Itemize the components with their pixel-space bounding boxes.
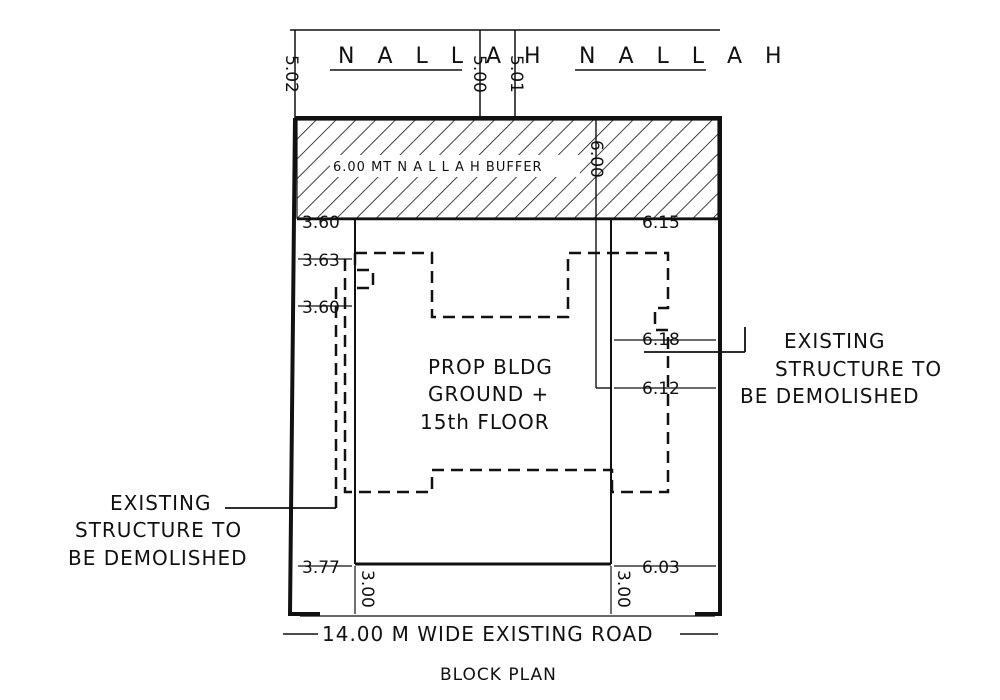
- existing-right-1: EXISTING: [784, 329, 886, 353]
- dim-buffer-depth: 6.00: [586, 140, 606, 178]
- existing-right-3: BE DEMOLISHED: [740, 384, 920, 408]
- existing-right-2: STRUCTURE TO: [775, 357, 942, 381]
- dim-bottom-right: 3.00: [613, 570, 633, 608]
- dim-left-1: 3.60: [302, 213, 340, 233]
- existing-left-1: EXISTING: [110, 491, 212, 515]
- dim-right-2: 6.18: [642, 330, 680, 350]
- existing-left-3: BE DEMOLISHED: [68, 546, 248, 570]
- proposed-building: [354, 219, 612, 566]
- nallah-label-right: N A L L A H: [579, 44, 790, 69]
- dim-left-2: 3.63: [302, 251, 340, 271]
- dim-left-bottom: 3.77: [302, 558, 340, 578]
- road-label: 14.00 M WIDE EXISTING ROAD: [322, 622, 654, 646]
- building-label-1: PROP BLDG: [428, 355, 553, 379]
- existing-left-2: STRUCTURE TO: [75, 518, 242, 542]
- dim-right-3: 6.12: [642, 379, 680, 399]
- plot-boundary: [287, 116, 722, 617]
- dim-top-mid-2: 5.01: [506, 55, 526, 93]
- building-label-2: GROUND +: [428, 382, 549, 406]
- nallah-label-left: N A L L A H: [338, 44, 549, 69]
- existing-structure-outline: [334, 251, 670, 512]
- drawing-title: BLOCK PLAN: [440, 665, 557, 685]
- dim-top-mid-1: 5.00: [469, 55, 489, 93]
- nallah-lines: [290, 29, 720, 120]
- dim-bottom-left: 3.00: [357, 570, 377, 608]
- building-label-3: 15th FLOOR: [420, 410, 550, 434]
- dim-right-1: 6.15: [642, 213, 680, 233]
- buffer-label: 6.00 MT N A L L A H BUFFER: [333, 160, 543, 175]
- dim-left-3: 3.60: [302, 298, 340, 318]
- dim-top-left: 5.02: [281, 55, 301, 93]
- dim-right-bottom: 6.03: [642, 558, 680, 578]
